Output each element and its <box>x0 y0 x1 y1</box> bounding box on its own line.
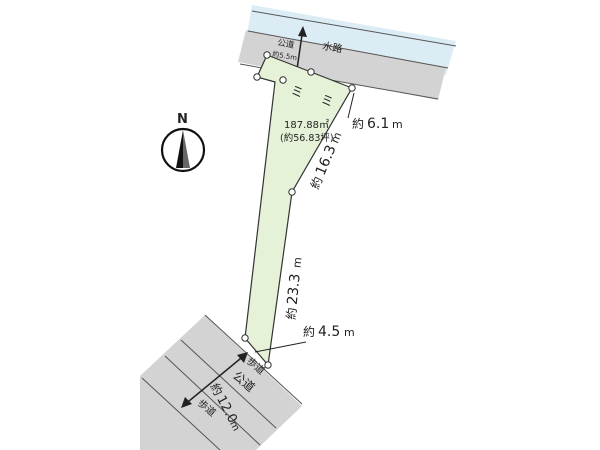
top-road-band <box>238 30 446 100</box>
dim-4-5-value: 4.5 <box>318 324 340 340</box>
plot-wall-mark-1: ミ <box>289 84 304 101</box>
vertex-marker <box>307 68 315 76</box>
plot-area: 187.88㎡ <box>284 119 329 131</box>
plot-parcel <box>244 54 353 367</box>
dim-23-3-prefix: 約 <box>283 307 299 321</box>
dim-16-3-prefix: 約 <box>307 174 326 191</box>
dim-6-1-prefix: 約 <box>352 116 364 131</box>
compass-needle-dark <box>176 130 183 168</box>
vertex-marker <box>279 76 287 84</box>
bottom-road-edge-top <box>204 314 303 405</box>
vertex-marker <box>241 334 249 342</box>
waterway-band <box>246 5 456 75</box>
top-road-label: 公道 <box>276 37 295 51</box>
bottom-road-edge-bottom <box>141 377 221 450</box>
vertex-marker <box>288 188 296 196</box>
bottom-road-arrowhead-down <box>181 397 192 408</box>
dim-4-5-leader <box>254 341 307 353</box>
dim-23-3-unit: m <box>290 257 304 269</box>
dim-4-5-unit: m <box>344 326 355 339</box>
bottom-road-lane-1 <box>180 339 277 429</box>
bottom-road-width-unit: m <box>227 419 241 433</box>
vertex-marker <box>264 361 272 369</box>
dim-6-1-value: 6.1 <box>367 116 389 132</box>
plot-vertices <box>241 51 356 369</box>
top-road-arrowhead-up <box>298 26 307 37</box>
vertex-marker <box>348 84 356 92</box>
dim-4-5-prefix: 約 <box>303 324 315 339</box>
dim-6-1-leader <box>347 92 355 119</box>
bottom-road-arrowhead-up <box>237 352 248 363</box>
vertex-marker <box>253 73 261 81</box>
plot-area-tsubo: (約56.83坪) <box>280 132 334 144</box>
bottom-road-group: 歩道 公道 約 12.0 m 歩道 <box>140 314 303 450</box>
waterway-edge-bottom <box>247 30 449 69</box>
vertex-marker <box>263 51 271 59</box>
north-compass: N <box>160 112 206 173</box>
waterway-edge-top <box>251 10 457 47</box>
waterway-label: 水路 <box>321 39 343 55</box>
dim-6-1-unit: m <box>392 118 403 131</box>
dim-16-3-unit: m <box>328 130 344 145</box>
compass-needle-light <box>183 130 190 168</box>
bottom-road-lane-2 <box>164 355 261 446</box>
bottom-road-band <box>140 315 302 450</box>
bottom-road-width-arrow <box>182 353 247 407</box>
compass-north-label: N <box>177 112 188 127</box>
plot-wall-mark-2: ミ <box>319 93 334 110</box>
dim-23-3-value: 23.3 <box>285 273 304 306</box>
